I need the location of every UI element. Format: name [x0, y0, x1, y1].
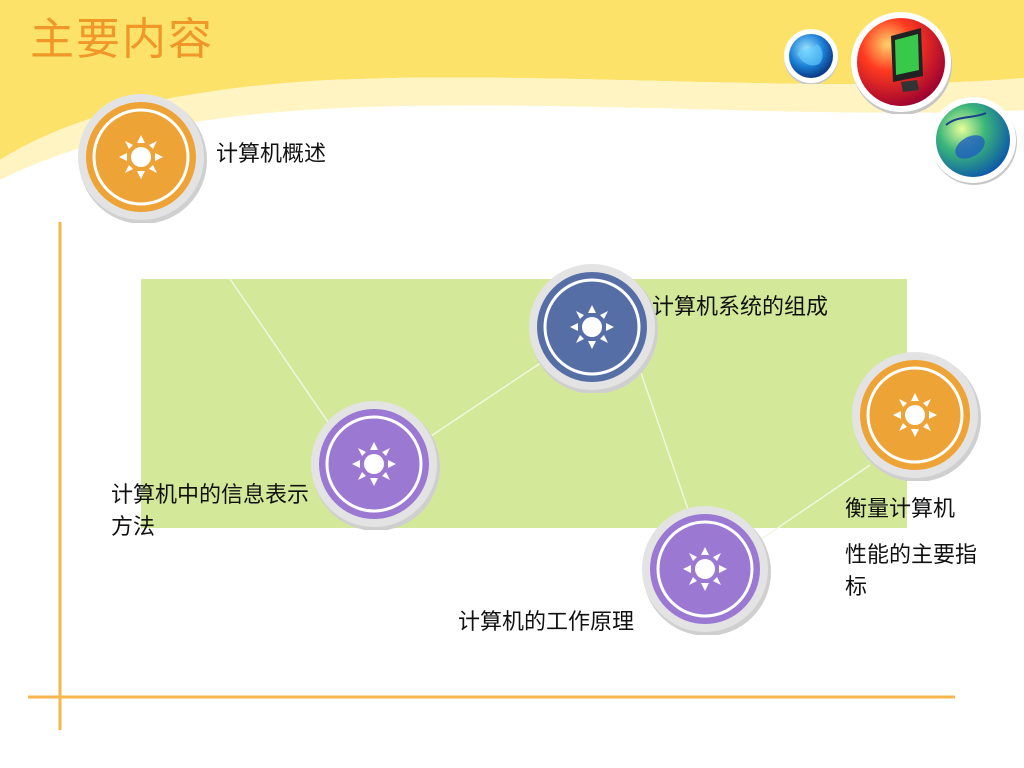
sun-icon [119, 135, 163, 179]
globe-photo [783, 28, 839, 84]
label-system-composition: 计算机系统的组成 [652, 295, 829, 320]
label-working-principle: 计算机的工作原理 [458, 610, 635, 635]
node-overview[interactable] [77, 93, 207, 223]
sun-icon [893, 393, 937, 437]
page-title: 主要内容 [30, 14, 214, 65]
green-panel [141, 279, 907, 528]
node-performance-metrics[interactable] [851, 351, 981, 481]
mouse-photo [928, 95, 1018, 185]
node-information-representation[interactable] [310, 400, 440, 530]
label-performance-metrics-line1: 衡量计算机 [845, 497, 956, 522]
label-overview: 计算机概述 [216, 142, 327, 167]
mouse-icon [930, 97, 1017, 185]
connector-lines [229, 278, 871, 541]
monitor-icon [851, 12, 952, 114]
label-performance-metrics-line2: 性能的主要指标 [845, 543, 978, 600]
sun-icon [352, 442, 396, 486]
label-information-representation: 计算机中的信息表示方法 [111, 483, 310, 540]
node-working-principle[interactable] [641, 505, 771, 635]
node-system-composition[interactable] [528, 263, 658, 393]
monitor-photo [849, 10, 953, 114]
sun-icon [683, 547, 727, 591]
globe-icon [784, 29, 838, 84]
sun-icon [570, 305, 614, 349]
